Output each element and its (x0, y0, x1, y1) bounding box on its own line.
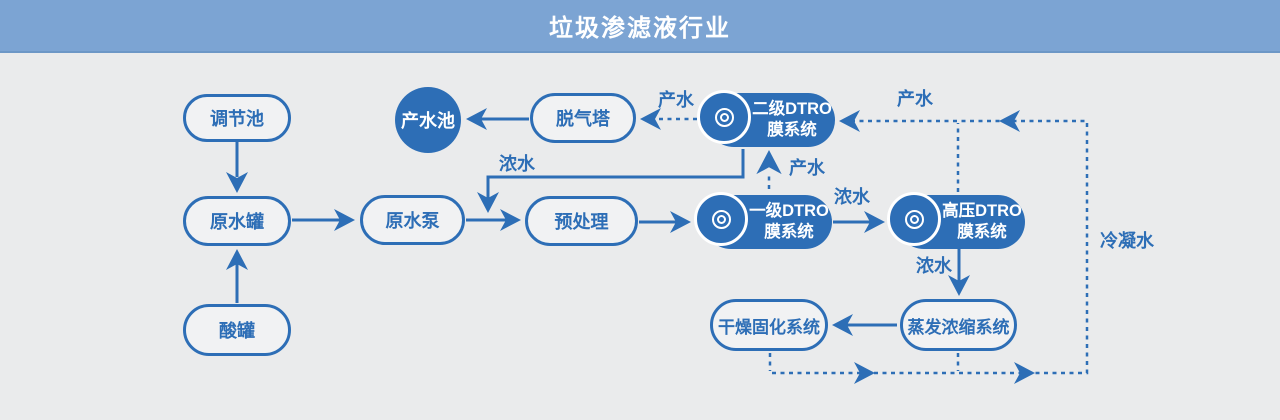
page-title: 垃圾渗滤液行业 (549, 15, 731, 42)
node-raw-water-tank: 原水罐 (183, 196, 291, 246)
node-stage2-dtro: 二级DTRO 膜系统 (697, 90, 835, 150)
node-degassing-tower: 脱气塔 (530, 93, 636, 143)
node-label: 蒸发浓缩系统 (907, 317, 1010, 337)
node-label: 二级DTRO 膜系统 (751, 90, 833, 150)
header-bar: 垃圾渗滤液行业 (0, 0, 1280, 53)
node-high-pressure-dtro: 高压DTRO 膜系统 (887, 192, 1025, 252)
node-acid-tank: 酸罐 (183, 304, 291, 356)
flow-label-product-water: 产水 (789, 158, 825, 178)
node-stage1-dtro: 一级DTRO 膜系统 (694, 192, 832, 252)
membrane-core-icon (909, 214, 919, 224)
dtro-membrane-icon (694, 192, 748, 246)
node-label: 酸罐 (219, 321, 255, 341)
flow-label-product-water: 产水 (897, 89, 933, 109)
node-product-water-pool: 产水池 (395, 87, 461, 153)
node-drying-system: 干燥固化系统 (710, 299, 828, 351)
membrane-core-icon (716, 214, 726, 224)
node-label-line2: 膜系统 (767, 121, 817, 139)
node-label: 高压DTRO 膜系统 (941, 192, 1023, 252)
node-label-line1: 高压DTRO (942, 202, 1022, 221)
flow-label-product-water: 产水 (658, 90, 694, 110)
node-label-line2: 膜系统 (957, 223, 1007, 241)
dtro-membrane-icon (887, 192, 941, 246)
node-label-line1: 二级DTRO (752, 100, 832, 119)
node-label: 原水罐 (210, 212, 264, 232)
membrane-ring-icon (714, 107, 734, 127)
node-evaporation-system: 蒸发浓缩系统 (900, 299, 1017, 351)
node-label-line2: 膜系统 (764, 223, 814, 241)
node-pretreatment: 预处理 (525, 196, 638, 246)
flow-label-condensate: 冷凝水 (1100, 231, 1154, 251)
flow-label-concentrate: 浓水 (499, 154, 535, 174)
node-label: 干燥固化系统 (718, 317, 820, 337)
flow-label-concentrate: 浓水 (834, 187, 870, 207)
dtro-membrane-icon (697, 90, 751, 144)
flow-label-concentrate: 浓水 (916, 256, 952, 276)
membrane-core-icon (719, 112, 729, 122)
node-label-line1: 一级DTRO (749, 202, 829, 221)
node-label: 调节池 (210, 109, 264, 129)
membrane-ring-icon (904, 209, 924, 229)
membrane-ring-icon (711, 209, 731, 229)
node-label: 脱气塔 (556, 109, 610, 129)
node-label: 预处理 (554, 212, 609, 232)
node-raw-water-pump: 原水泵 (360, 195, 465, 245)
node-label: 一级DTRO 膜系统 (748, 192, 830, 252)
node-regulation-pool: 调节池 (183, 94, 291, 142)
node-label: 产水池 (401, 111, 455, 131)
node-label: 原水泵 (385, 211, 440, 231)
